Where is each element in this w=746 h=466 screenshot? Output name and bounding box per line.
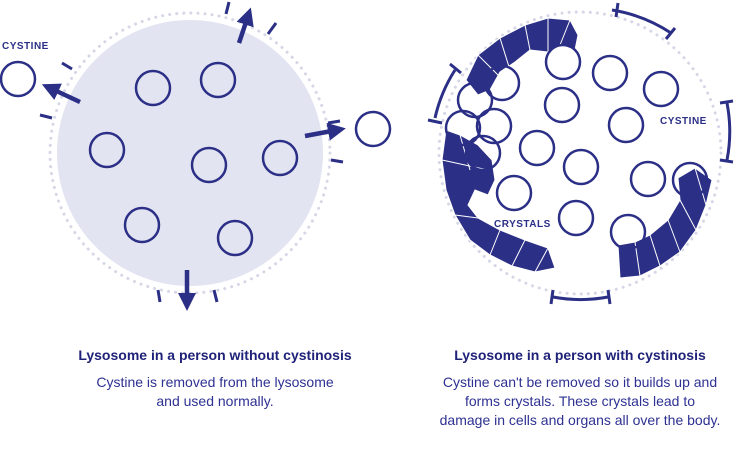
cystine-molecule: [483, 64, 521, 102]
cystine-molecule: [671, 161, 709, 199]
cystine-molecule: [216, 219, 254, 257]
exit-arrows: [41, 7, 346, 311]
crystal-deposits: [441, 17, 713, 279]
cystine-molecule: [134, 69, 172, 107]
description-line: Cystine is removed from the lysosome: [96, 374, 334, 390]
cystine-molecule: [123, 206, 161, 244]
caption-right: Lysosome in a person with cystinosis Cys…: [405, 347, 746, 430]
cystine-molecule-escaped: [354, 110, 392, 148]
cystine-molecule: [88, 131, 126, 169]
caption-description-left: Cystine is removed from the lysosome and…: [20, 373, 410, 411]
cystine-molecule: [444, 109, 482, 147]
cystine-molecules-outside: [0, 60, 392, 148]
arrow-left: [41, 83, 81, 105]
cystine-molecule: [190, 146, 228, 184]
cystine-molecule: [475, 107, 513, 145]
cystine-molecule: [591, 54, 629, 92]
cystine-molecule: [607, 106, 645, 144]
trapped-cystine-molecules: [444, 43, 709, 251]
description-line: and used normally.: [156, 393, 274, 409]
blocked-transporters: [427, 2, 734, 305]
crystals-label: CRYSTALS: [494, 219, 551, 230]
cystinosis-lysosome: CRYSTALS CYSTINE: [427, 2, 734, 305]
description-line: damage in cells and organs all over the …: [439, 412, 721, 428]
cystine-molecule: [543, 86, 581, 124]
blocked-transporter: [433, 69, 457, 119]
cystine-molecules-inside: [88, 61, 299, 257]
caption-title-right: Lysosome in a person with cystinosis: [454, 347, 706, 363]
crystal-deposit-top: [465, 17, 579, 96]
cystine-molecule: [261, 139, 299, 177]
caption-description-right: Cystine can't be removed so it builds up…: [405, 373, 746, 430]
cystine-molecule: [642, 70, 680, 108]
cystine-molecule: [495, 174, 533, 212]
lysosome-body: [57, 20, 323, 286]
blocked-transporter: [725, 102, 732, 161]
cystine-molecule: [544, 43, 582, 81]
lysosome-membrane-dots: [437, 10, 723, 296]
cystine-label-right: CYSTINE: [660, 116, 707, 127]
membrane-transporters: [39, 1, 344, 303]
cystine-label-left: CYSTINE: [2, 41, 49, 52]
blocked-transporter: [552, 295, 609, 302]
arrow-up: [236, 7, 254, 44]
caption-title-left: Lysosome in a person without cystinosis: [78, 347, 352, 363]
cystine-molecule: [629, 160, 667, 198]
healthy-lysosome: CYSTINE: [0, 1, 392, 311]
blocked-transporter: [611, 8, 672, 35]
description-line: forms crystals. These crystals lead to: [464, 393, 696, 409]
cystine-molecule: [562, 148, 600, 186]
caption-left: Lysosome in a person without cystinosis …: [20, 347, 410, 411]
cystine-molecule: [609, 213, 647, 251]
cystine-molecule: [199, 61, 237, 99]
arrow-right: [304, 122, 346, 141]
cystine-molecule: [557, 199, 595, 237]
cystine-molecule: [518, 129, 556, 167]
cystine-molecule-escaped: [0, 60, 37, 98]
cystine-molecule: [464, 134, 502, 172]
description-line: Cystine can't be removed so it builds up…: [442, 374, 718, 390]
